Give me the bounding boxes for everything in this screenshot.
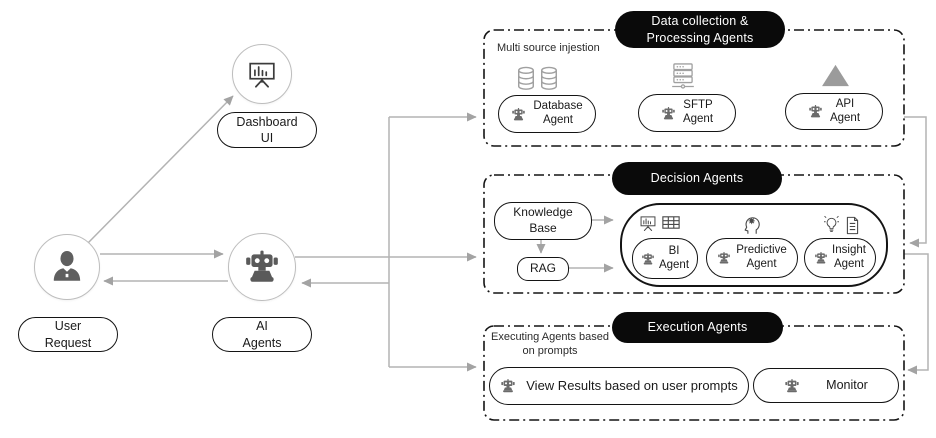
robot-icon xyxy=(717,251,731,265)
execution-header: Execution Agents xyxy=(612,312,783,343)
robot-icon xyxy=(243,248,281,286)
dashboard-ui-node xyxy=(232,44,292,104)
triangle-icon xyxy=(820,63,851,88)
ai-agents-node xyxy=(228,233,296,301)
user-request-node xyxy=(34,234,100,300)
rag-pill: RAG xyxy=(517,257,569,281)
insight-deco-icons xyxy=(824,214,860,235)
data-collection-header: Data collection & Processing Agents xyxy=(615,11,785,48)
database-agent-line1: Database xyxy=(533,100,583,113)
multi-source-note: Multi source injestion xyxy=(497,42,600,54)
person-icon xyxy=(48,248,86,286)
table-icon xyxy=(662,216,680,229)
edge-decision-to-execution xyxy=(904,253,929,375)
data-collection-title-line1: Data collection & xyxy=(651,13,749,28)
api-agent-line2: Agent xyxy=(829,111,861,124)
insight-agent-line2: Agent xyxy=(833,258,865,270)
predictive-agent-line1: Predictive xyxy=(736,244,787,257)
user-request-label: User Request xyxy=(18,317,118,352)
presentation-icon xyxy=(245,57,279,91)
bulb-icon xyxy=(824,214,839,233)
data-collection-title-line2: Processing Agents xyxy=(646,30,754,45)
knowledge-base-pill: Knowledge Base xyxy=(494,202,592,240)
ai-label-line2: Agents xyxy=(242,335,282,350)
robot-icon xyxy=(784,378,800,394)
predictive-agent-line2: Agent xyxy=(746,258,777,270)
database-agent-pill: Database Agent xyxy=(498,95,596,133)
api-agent-pill: API Agent xyxy=(785,93,883,130)
document-icon xyxy=(845,216,860,235)
view-results-pill: View Results based on user prompts xyxy=(489,367,749,405)
presentation-icon xyxy=(638,213,658,233)
ai-agents-label: AI Agents xyxy=(212,317,312,352)
insight-agent-pill: Insight Agent xyxy=(804,238,876,278)
server-icon xyxy=(670,61,696,92)
ai-label-line1: AI xyxy=(256,319,268,334)
sftp-agent-pill: SFTP Agent xyxy=(638,94,736,132)
edge-user-to-dashboard xyxy=(87,95,234,244)
execution-note-line2: on prompts xyxy=(522,345,578,358)
bi-agent-line1: BI xyxy=(668,244,680,257)
rag-label: RAG xyxy=(529,261,556,276)
execution-note-line1: Executing Agents based xyxy=(490,331,610,343)
bi-agent-pill: BI Agent xyxy=(632,238,698,279)
robot-icon xyxy=(661,106,676,121)
dashboard-label-line2: UI xyxy=(260,131,274,145)
knowledge-base-line1: Knowledge xyxy=(513,205,573,220)
bi-deco-icons xyxy=(638,213,680,233)
edge-datacollection-to-decision xyxy=(904,116,927,248)
api-agent-line1: API xyxy=(835,97,855,110)
decision-header: Decision Agents xyxy=(612,162,782,195)
database-icon xyxy=(516,66,559,92)
decision-title: Decision Agents xyxy=(650,171,744,186)
monitor-label: Monitor xyxy=(826,378,868,392)
robot-icon xyxy=(808,104,823,119)
robot-icon xyxy=(500,378,516,394)
monitor-pill: Monitor xyxy=(753,368,899,403)
dashboard-ui-label: Dashboard UI xyxy=(217,112,317,148)
robot-icon xyxy=(511,107,526,122)
database-agent-line2: Agent xyxy=(542,114,574,126)
robot-icon xyxy=(814,251,828,265)
sftp-agent-line1: SFTP xyxy=(683,99,713,112)
execution-note: Executing Agents based on prompts xyxy=(490,330,610,359)
dashboard-label-line1: Dashboard xyxy=(236,114,298,129)
head-gear-icon xyxy=(742,213,760,235)
execution-title: Execution Agents xyxy=(647,320,748,335)
bi-agent-line2: Agent xyxy=(658,258,690,271)
view-results-label: View Results based on user prompts xyxy=(526,378,738,394)
sftp-agent-line2: Agent xyxy=(682,113,714,125)
user-label-line2: Request xyxy=(44,335,92,350)
user-label-line1: User xyxy=(54,319,82,334)
knowledge-base-line2: Base xyxy=(529,221,557,235)
robot-icon xyxy=(641,252,655,266)
predictive-agent-pill: Predictive Agent xyxy=(706,238,798,278)
insight-agent-line1: Insight xyxy=(832,244,866,257)
